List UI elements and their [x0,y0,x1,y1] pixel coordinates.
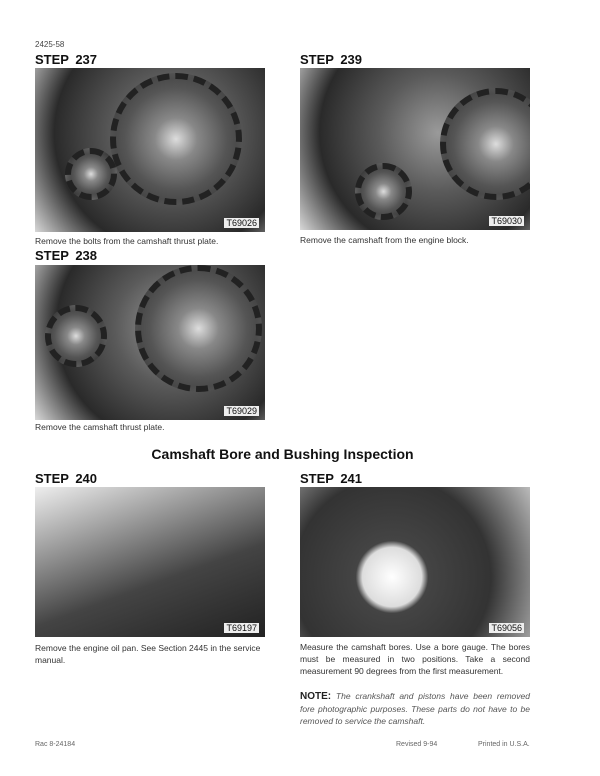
step-241-photo: T69056 [300,487,530,637]
step-240-photo: T69197 [35,487,265,637]
page-number: 2425-58 [35,40,65,49]
footer-left: Rac 8-24184 [35,741,76,748]
note: NOTE: The crankshaft and pistons have be… [300,690,530,727]
step-238-title: STEP 238 [35,248,98,263]
photo-code: T69029 [224,406,259,416]
section-heading: Camshaft Bore and Bushing Inspection [151,446,414,462]
footer-right: Printed in U.S.A. [478,741,530,748]
step-239-photo: T69030 [300,68,530,230]
gear-image [65,148,117,200]
step-240-caption: Remove the engine oil pan. See Section 2… [35,643,261,665]
step-238-caption: Remove the camshaft thrust plate. [35,422,165,432]
step-241-caption: Measure the camshaft bores. Use a bore g… [300,642,530,676]
photo-code: T69030 [489,216,524,226]
step-240-title: STEP 240 [35,471,98,486]
photo-code: T69056 [489,623,524,633]
gear-image [355,163,412,220]
step-237-title: STEP 237 [35,52,98,67]
step-239-title: STEP 239 [300,52,363,67]
note-label: NOTE: [300,691,332,702]
step-237-caption: Remove the bolts from the camshaft thrus… [35,236,219,246]
step-238-photo: T69029 [35,265,265,420]
gear-image [440,88,530,200]
gear-image [135,265,262,392]
step-239-caption: Remove the camshaft from the engine bloc… [300,235,469,245]
step-237-photo: T69026 [35,68,265,232]
note-text: The crankshaft and pistons have been rem… [300,691,530,726]
photo-code: T69197 [224,623,259,633]
footer-center: Revised 9-94 [396,741,438,748]
gear-image [110,73,242,205]
photo-code: T69026 [224,218,259,228]
step-241-title: STEP 241 [300,471,363,486]
gear-image [45,305,107,367]
